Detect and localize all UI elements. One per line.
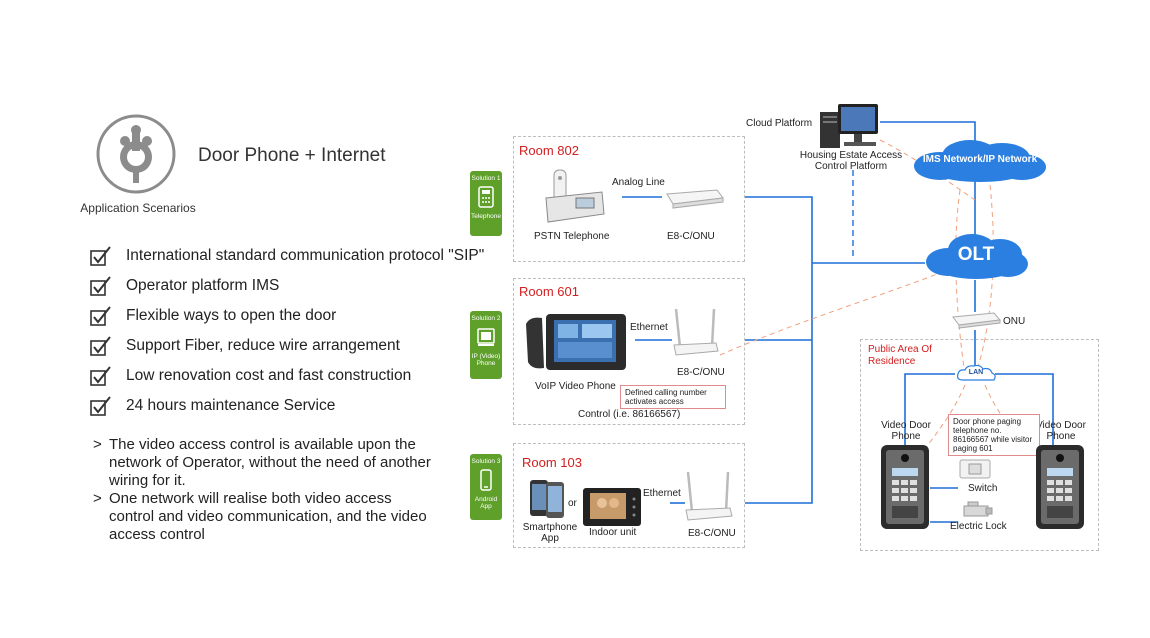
note-item: > One network will realise both video acc… bbox=[93, 490, 439, 544]
door-phone-right-label: Video Door Phone bbox=[1036, 420, 1086, 442]
solution-sub: Android App bbox=[474, 496, 498, 510]
checkbox-checked-icon bbox=[90, 366, 111, 386]
analog-line-label: Analog Line bbox=[612, 177, 665, 188]
lan-label: LAN bbox=[968, 369, 984, 376]
feature-text: Flexible ways to open the door bbox=[126, 307, 337, 324]
pstn-telephone-icon bbox=[545, 169, 605, 223]
solution-2-tab: Solution 2 IP (Video) Phone bbox=[470, 311, 502, 379]
feature-item: Low renovation cost and fast constructio… bbox=[90, 361, 484, 391]
calling-number-note: Defined calling number activates access bbox=[620, 385, 726, 409]
feature-item: Support Fiber, reduce wire arrangement bbox=[90, 331, 484, 361]
server-computer-icon bbox=[820, 104, 878, 148]
onu-label: E8-C/ONU bbox=[667, 231, 715, 242]
public-area-box bbox=[860, 339, 1099, 551]
solution-sub: IP (Video) Phone bbox=[471, 353, 501, 367]
onu-router-icon bbox=[666, 189, 724, 209]
room-103-title: Room 103 bbox=[522, 455, 582, 470]
notes: > The video access control is available u… bbox=[93, 436, 439, 544]
solution-3-tab: Solution 3 Android App bbox=[470, 454, 502, 520]
room-802-title: Room 802 bbox=[519, 143, 579, 158]
control-number-label: Control (i.e. 86166567) bbox=[578, 409, 681, 420]
public-area-title: Public Area Of Residence bbox=[868, 344, 932, 367]
solution-1-tab: Solution 1 Telephone bbox=[470, 171, 502, 236]
ip-phone-icon bbox=[477, 328, 495, 346]
feature-item: Flexible ways to open the door bbox=[90, 301, 484, 331]
room-601-box bbox=[513, 278, 745, 425]
wifi-router-icon bbox=[685, 471, 733, 521]
video-door-phone-icon bbox=[881, 445, 929, 529]
app-label: Application Scenarios bbox=[80, 201, 196, 215]
feature-item: Operator platform IMS bbox=[90, 271, 484, 301]
ethernet-label-103: Ethernet bbox=[643, 488, 681, 499]
pstn-telephone-label: PSTN Telephone bbox=[534, 231, 610, 242]
checkbox-checked-icon bbox=[90, 396, 111, 416]
feature-item: International standard communication pro… bbox=[90, 241, 484, 271]
electric-lock-label: Electric Lock bbox=[950, 521, 1007, 532]
checkbox-checked-icon bbox=[90, 246, 111, 266]
ethernet-label-601: Ethernet bbox=[630, 322, 668, 333]
application-scenarios-logo-icon bbox=[96, 114, 176, 194]
feature-text: Operator platform IMS bbox=[126, 277, 280, 294]
ims-network-cloud-icon bbox=[914, 140, 1046, 182]
checkbox-checked-icon bbox=[90, 306, 111, 326]
note-marker: > bbox=[93, 436, 102, 453]
feature-text: International standard communication pro… bbox=[126, 247, 485, 264]
page-title: Door Phone + Internet bbox=[198, 145, 386, 166]
room-103-box bbox=[513, 443, 745, 548]
onu-device-icon bbox=[952, 312, 1001, 329]
door-phone-left-label: Video Door Phone bbox=[881, 420, 931, 442]
note-item: > The video access control is available u… bbox=[93, 436, 439, 490]
solution-label: Solution 3 bbox=[471, 458, 501, 465]
solution-label: Solution 2 bbox=[471, 315, 501, 322]
video-door-phone-icon bbox=[1036, 445, 1084, 529]
telephone-icon bbox=[478, 186, 494, 208]
feature-item: 24 hours maintenance Service bbox=[90, 391, 484, 421]
housing-platform-label: Housing Estate Access Control Platform bbox=[799, 150, 903, 172]
feature-text: 24 hours maintenance Service bbox=[126, 397, 336, 414]
olt-cloud-icon bbox=[926, 234, 1028, 279]
or-label: or bbox=[568, 498, 577, 509]
indoor-unit-label: Indoor unit bbox=[589, 527, 637, 538]
room-601-title: Room 601 bbox=[519, 284, 579, 299]
lan-cloud-icon bbox=[956, 364, 996, 381]
smartphone-icon bbox=[480, 469, 492, 491]
solution-sub: Telephone bbox=[471, 213, 501, 220]
ims-network-label: IMS Network/IP Network bbox=[922, 154, 1038, 165]
smartphone-app-label: Smartphone App bbox=[522, 522, 578, 544]
checkbox-checked-icon bbox=[90, 276, 111, 296]
switch-icon bbox=[959, 459, 991, 479]
smartphone-icon bbox=[530, 480, 564, 518]
paging-note: Door phone paging telephone no. 86166567… bbox=[948, 414, 1040, 456]
onu-device-label: ONU bbox=[1003, 316, 1026, 327]
onu-label-601: E8-C/ONU bbox=[677, 367, 725, 378]
cloud-platform-label: Cloud Platform bbox=[746, 118, 813, 129]
feature-text: Support Fiber, reduce wire arrangement bbox=[126, 337, 400, 354]
note-marker: > bbox=[93, 490, 102, 507]
switch-label: Switch bbox=[968, 483, 998, 494]
note-text: One network will realise both video acce… bbox=[109, 490, 427, 543]
feature-list: International standard communication pro… bbox=[90, 241, 484, 421]
note-text: The video access control is available up… bbox=[109, 436, 431, 489]
electric-lock-icon bbox=[963, 501, 993, 517]
voip-video-phone-label: VoIP Video Phone bbox=[535, 381, 616, 392]
olt-label: OLT bbox=[957, 244, 995, 265]
checkbox-checked-icon bbox=[90, 336, 111, 356]
voip-video-phone-icon bbox=[526, 314, 626, 370]
onu-label-103: E8-C/ONU bbox=[688, 528, 736, 539]
wifi-router-icon bbox=[673, 308, 719, 356]
room-802-box bbox=[513, 136, 745, 262]
feature-text: Low renovation cost and fast constructio… bbox=[126, 367, 412, 384]
solution-label: Solution 1 bbox=[471, 175, 501, 182]
indoor-unit-icon bbox=[583, 488, 641, 526]
